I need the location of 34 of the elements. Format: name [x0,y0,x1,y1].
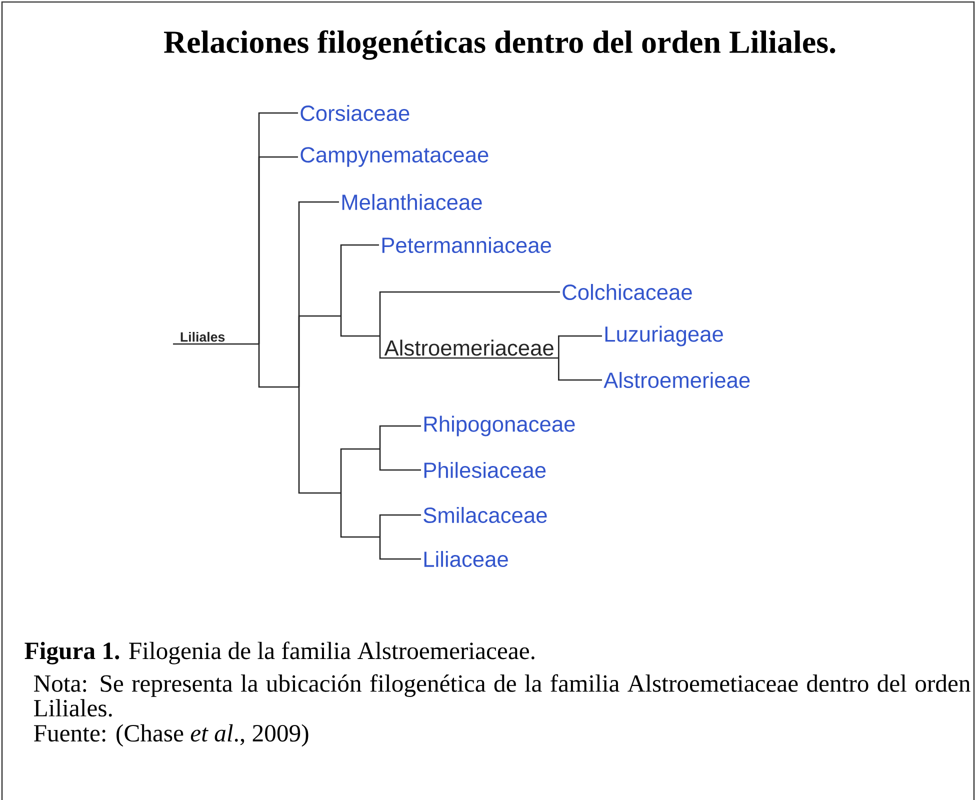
taxon-label: Liliaceae [424,550,508,568]
tree-branch [558,358,602,381]
title: Relaciones filogenéticas dentro del orden Liliales. [164,30,836,60]
taxon-label: Melanthiaceae [342,194,482,210]
figure-caption: Figura 1. Filogenia de la familia Alstroemeriaceae. [24,642,534,664]
tree-branch [558,335,602,358]
tree-branch [340,448,380,493]
tree-branch [379,537,421,560]
taxon-label: Rhipogonaceae [424,416,575,436]
tree-branch [173,343,259,345]
tree-branch [379,291,560,336]
taxon-label: Luzuriageae [605,326,723,346]
tree-branch [298,315,341,387]
taxon-label: Philesiaceae [424,462,546,478]
taxon-label: Petermanniaceae [382,236,551,254]
tree-branch [258,156,298,344]
taxon-label: Campynemataceae [300,147,488,167]
note-text: Nota: Se representa la ubicación filogenética de la familia Alstroemetiaceae dentro del orden Liliales. [34,674,970,717]
tree-branch [379,449,421,471]
taxon-label: Smilacaceae [424,506,547,524]
tree-branch [298,387,341,494]
taxon-label: Colchicaceae [562,284,692,300]
tree-branch [340,316,380,337]
tree-branch [379,514,421,537]
taxon-label: Alstroemerieae [604,372,750,388]
order-label: Liliales [180,332,225,342]
tree-branch [379,336,559,359]
tree-branch [258,344,299,388]
tree-branch [340,493,380,538]
source-text: Fuente: (Chase et al., 2009) [34,724,308,747]
tree-branch [379,425,421,449]
taxon-label: Corsiaceae [300,104,410,122]
tree-branch [340,244,379,316]
family-label: Alstroemeriaceae [384,340,554,356]
